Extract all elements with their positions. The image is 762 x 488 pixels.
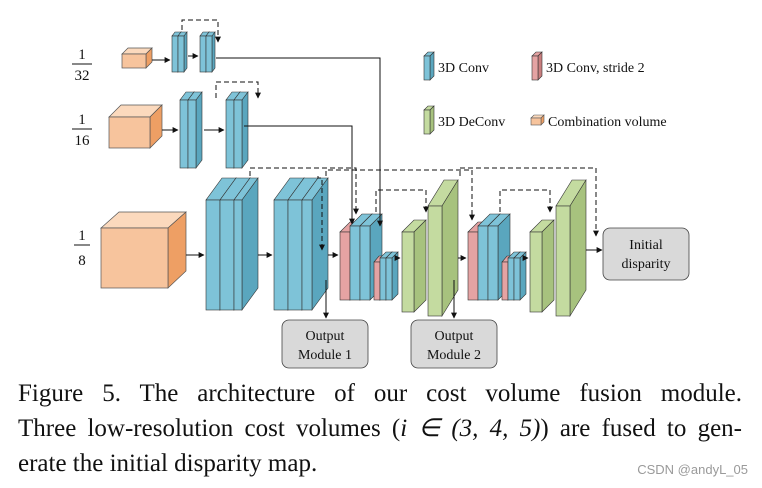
volume-1-32 <box>121 47 153 69</box>
legend: 3D Conv 3D Conv, stride 2 3D DeConv Comb… <box>423 51 667 135</box>
scale-label-1-32: 1 32 <box>72 47 92 84</box>
output-module-2-box: Output Module 2 <box>410 319 498 369</box>
svg-text:Module 2: Module 2 <box>427 348 481 363</box>
svg-text:Module 1: Module 1 <box>298 348 352 363</box>
caption-math: i ∈ (3, 4, 5) <box>400 415 541 442</box>
legend-stride-label: 3D Conv, stride 2 <box>546 61 645 76</box>
legend-deconv-label: 3D DeConv <box>438 115 505 130</box>
skip-connections <box>181 19 599 251</box>
svg-text:Output: Output <box>306 329 345 344</box>
legend-combination-label: Combination volume <box>548 115 667 130</box>
svg-text:1: 1 <box>78 112 86 128</box>
output-module-1-box: Output Module 1 <box>281 319 369 369</box>
caption-line-2: Three low-resolution cost volumes (i ∈ (… <box>18 415 742 442</box>
combination-block-1 <box>339 213 399 301</box>
conv-block-32a <box>171 31 188 73</box>
legend-stride-icon <box>531 51 543 81</box>
combination-block-2 <box>467 213 527 301</box>
svg-text:8: 8 <box>78 253 86 269</box>
legend-conv-label: 3D Conv <box>438 61 489 76</box>
figure-caption: Figure 5. The architecture of our cost v… <box>18 376 742 481</box>
svg-text:disparity: disparity <box>622 257 671 272</box>
conv-block-32b <box>199 31 216 73</box>
svg-text:16: 16 <box>75 133 91 149</box>
svg-text:1: 1 <box>78 228 86 244</box>
svg-text:Initial: Initial <box>629 238 663 253</box>
caption-line-1: Figure 5. The architecture of our cost v… <box>18 380 742 407</box>
volume-1-8 <box>100 211 187 289</box>
svg-text:Output: Output <box>435 329 474 344</box>
conv-block-16a <box>179 91 203 169</box>
flow-arrows <box>152 53 603 319</box>
initial-disparity-box: Initial disparity <box>602 227 690 281</box>
volume-1-16 <box>108 104 163 149</box>
svg-text:1: 1 <box>78 47 86 63</box>
legend-combination-icon <box>530 114 545 126</box>
legend-deconv-icon <box>423 105 435 135</box>
scale-label-1-16: 1 16 <box>72 112 92 149</box>
svg-text:32: 32 <box>75 68 90 84</box>
deconv-block-2 <box>529 178 587 318</box>
scale-label-1-8: 1 8 <box>74 228 90 269</box>
caption-line-3: erate the initial disparity map. <box>18 450 318 477</box>
watermark: CSDN @andyL_05 <box>637 462 748 477</box>
architecture-diagram: 1 32 1 16 1 8 <box>72 19 690 369</box>
conv-block-16b <box>225 91 249 169</box>
conv-block-8a <box>205 177 259 311</box>
conv-block-8b <box>273 177 329 311</box>
deconv-block-1 <box>401 178 459 318</box>
legend-conv-icon <box>423 51 435 81</box>
